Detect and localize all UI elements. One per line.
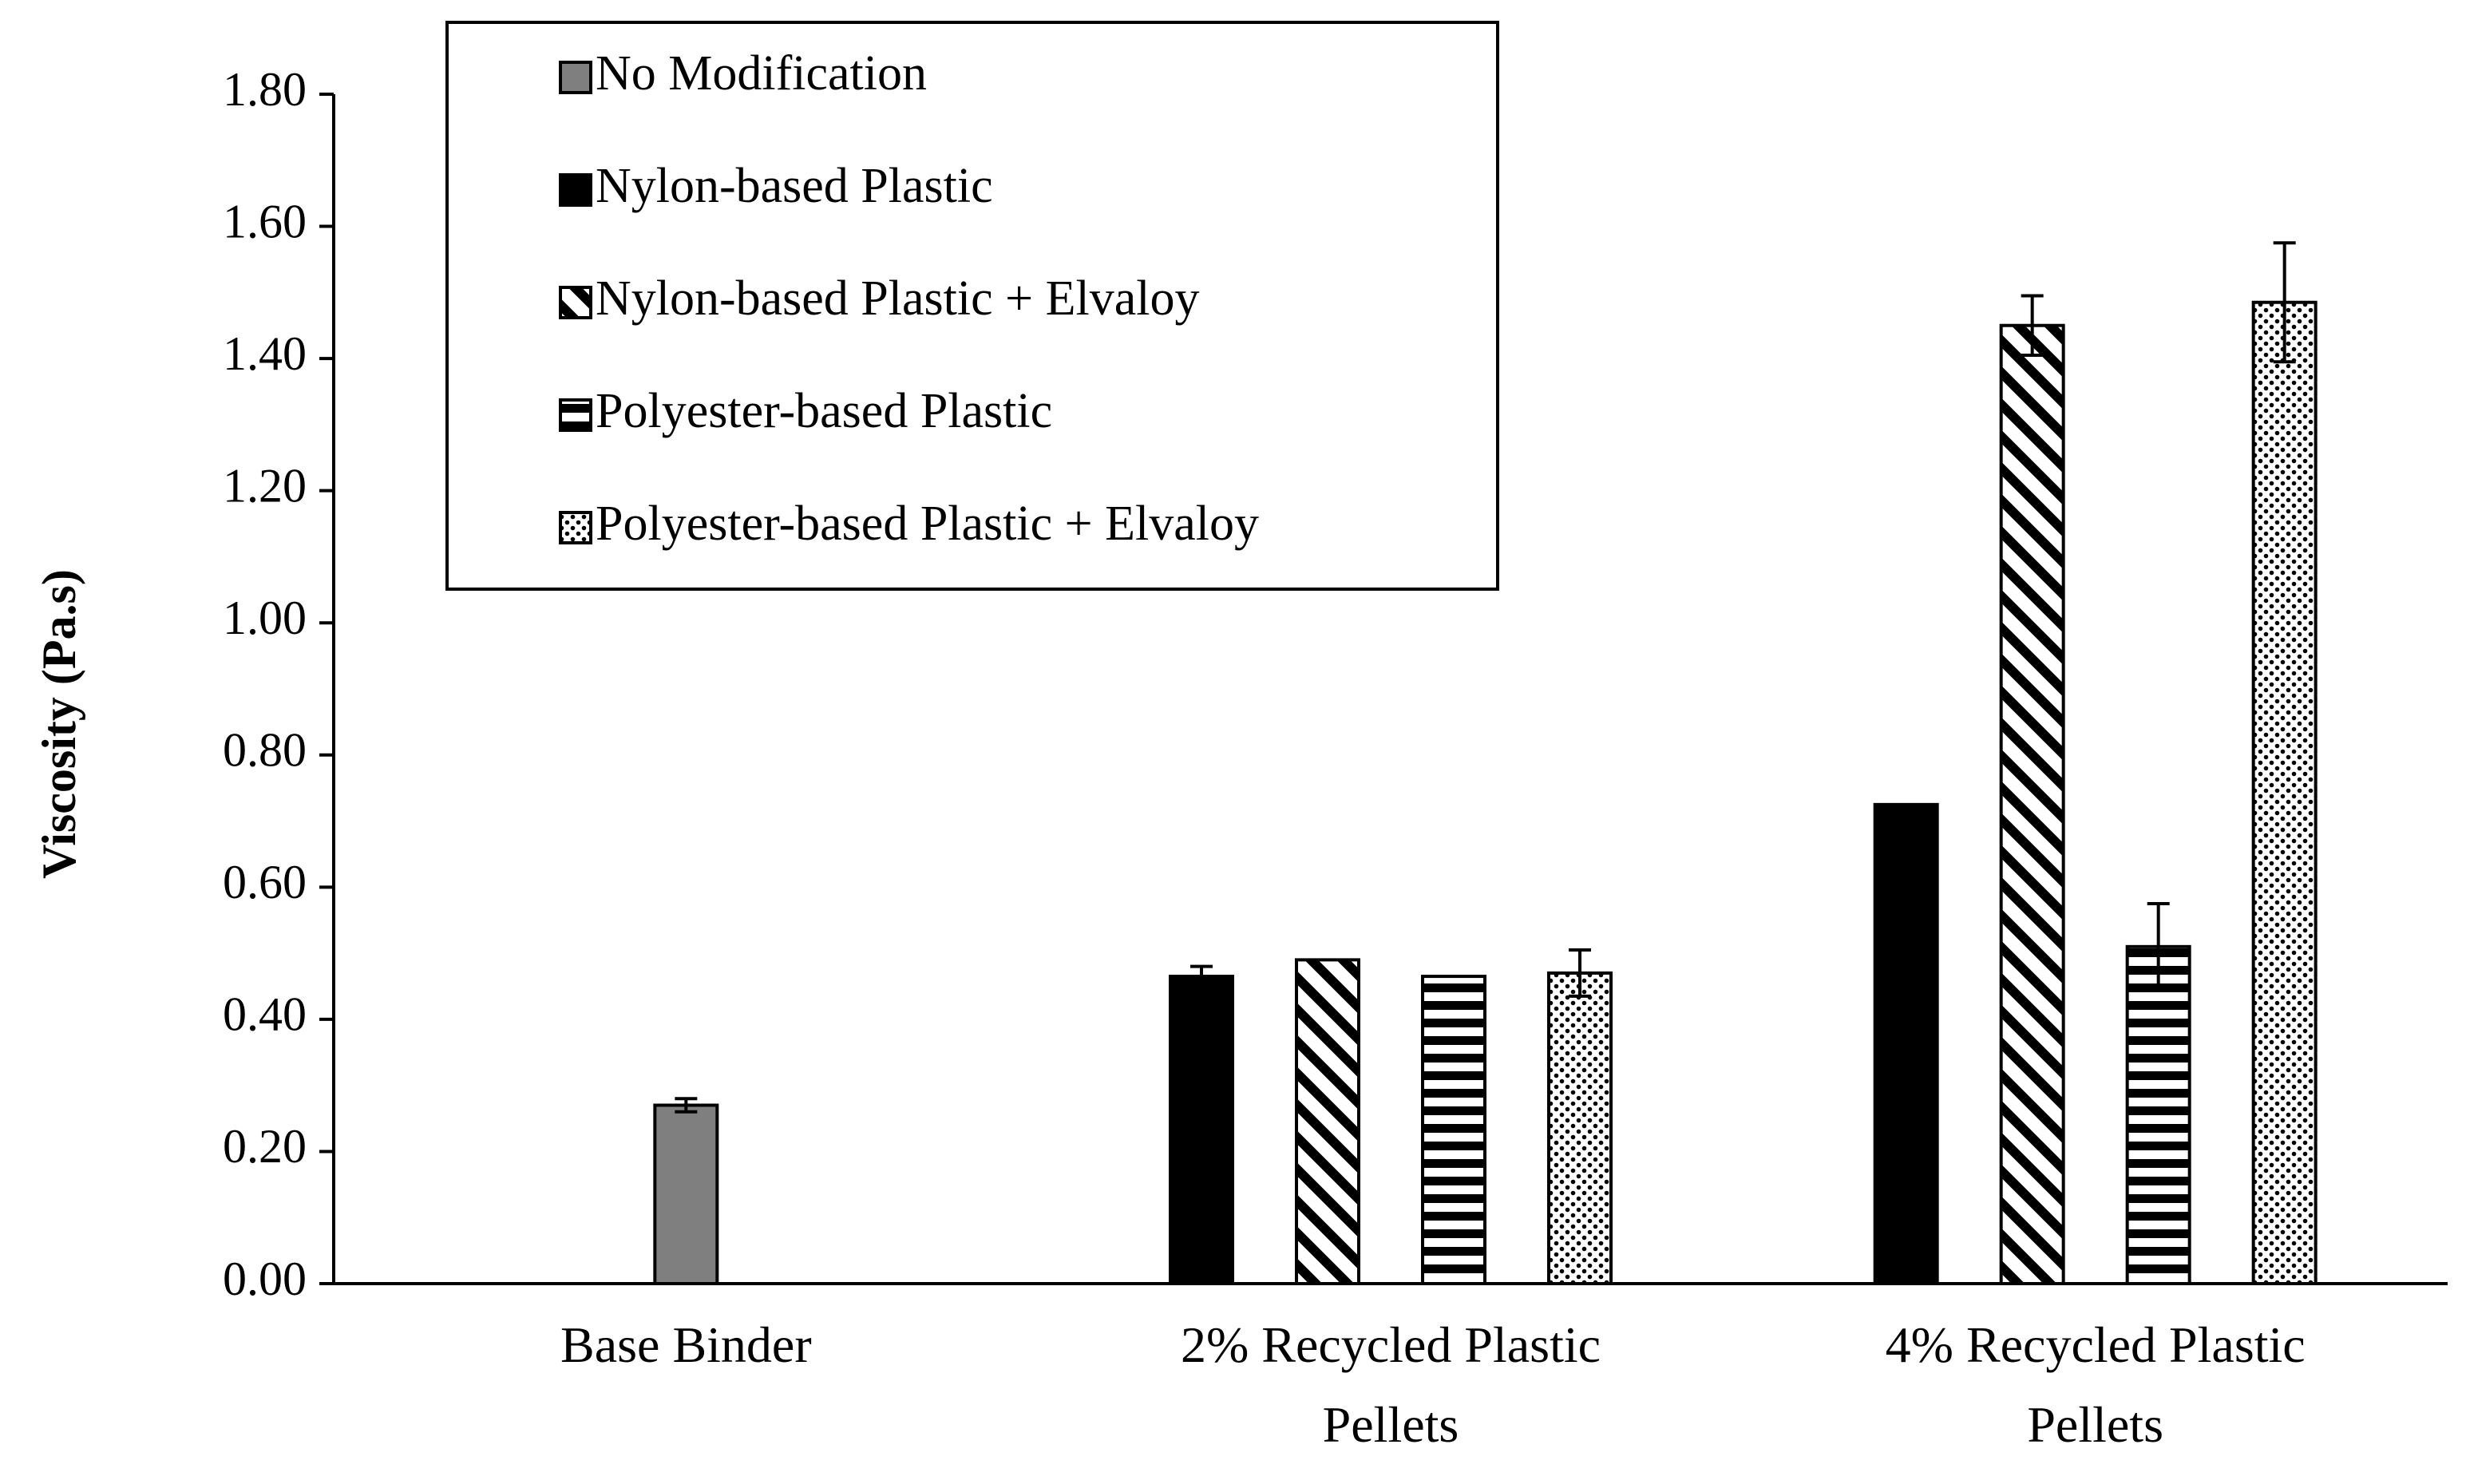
category-label-line: Pellets bbox=[1323, 1396, 1459, 1453]
y-tick-label: 0.00 bbox=[223, 1252, 307, 1305]
legend-label-3: Polyester-based Plastic bbox=[596, 384, 1052, 438]
legend-swatch-0 bbox=[559, 61, 592, 94]
y-tick-label: 0.60 bbox=[223, 856, 307, 908]
category-label: Base Binder bbox=[560, 1316, 812, 1373]
category-label-line: 4% Recycled Plastic bbox=[1886, 1316, 2306, 1373]
y-tick-label: 0.80 bbox=[223, 724, 307, 777]
legend-label-0: No Modification bbox=[596, 46, 927, 101]
y-tick-label: 1.60 bbox=[223, 195, 307, 247]
y-axis-title: Viscosity (Pa.s) bbox=[33, 569, 85, 879]
bar-2-2 bbox=[1999, 323, 2065, 1286]
legend-swatch-1 bbox=[559, 173, 592, 207]
category-label-line: 2% Recycled Plastic bbox=[1181, 1316, 1601, 1373]
error-bar-3-2 bbox=[2147, 902, 2170, 991]
y-tick-label: 0.20 bbox=[223, 1120, 307, 1173]
bar-0-0 bbox=[653, 1103, 719, 1285]
error-bar-4-1 bbox=[1569, 948, 1591, 998]
category-label-line: Pellets bbox=[2027, 1396, 2163, 1453]
legend-swatch-3 bbox=[559, 398, 592, 432]
bar-1-2 bbox=[1873, 802, 1939, 1285]
bar-2-1 bbox=[1295, 958, 1360, 1286]
y-tick-label: 1.40 bbox=[223, 327, 307, 380]
legend-label-2: Nylon-based Plastic + Elvaloy bbox=[596, 271, 1199, 326]
legend-box bbox=[445, 21, 1499, 591]
bar-1-1 bbox=[1169, 975, 1234, 1286]
legend-label-1: Nylon-based Plastic bbox=[596, 159, 993, 213]
legend-swatch-4 bbox=[559, 511, 592, 544]
legend-swatch-2 bbox=[559, 286, 592, 319]
bar-3-2 bbox=[2125, 944, 2191, 1286]
legend-label-4: Polyester-based Plastic + Elvaloy bbox=[596, 497, 1259, 551]
category-label-line: Base Binder bbox=[560, 1316, 812, 1373]
y-tick-label: 1.20 bbox=[223, 459, 307, 512]
plot-area: 0.00 0.20 0.40 0.60 0.80 1.00 1.20 1.40 1.60 1.80… bbox=[223, 63, 2448, 1453]
error-bar-2-2 bbox=[2021, 294, 2044, 357]
y-tick-label: 0.40 bbox=[223, 988, 307, 1041]
bar-4-1 bbox=[1547, 971, 1613, 1285]
error-bar-4-2 bbox=[2273, 241, 2296, 364]
error-bar-1-1 bbox=[1190, 964, 1213, 988]
bar-3-1 bbox=[1421, 975, 1486, 1286]
bar-4-2 bbox=[2251, 300, 2318, 1285]
y-tick-label: 1.00 bbox=[223, 592, 307, 644]
error-bar-0-0 bbox=[675, 1097, 698, 1114]
y-tick-label: 1.80 bbox=[223, 63, 307, 116]
